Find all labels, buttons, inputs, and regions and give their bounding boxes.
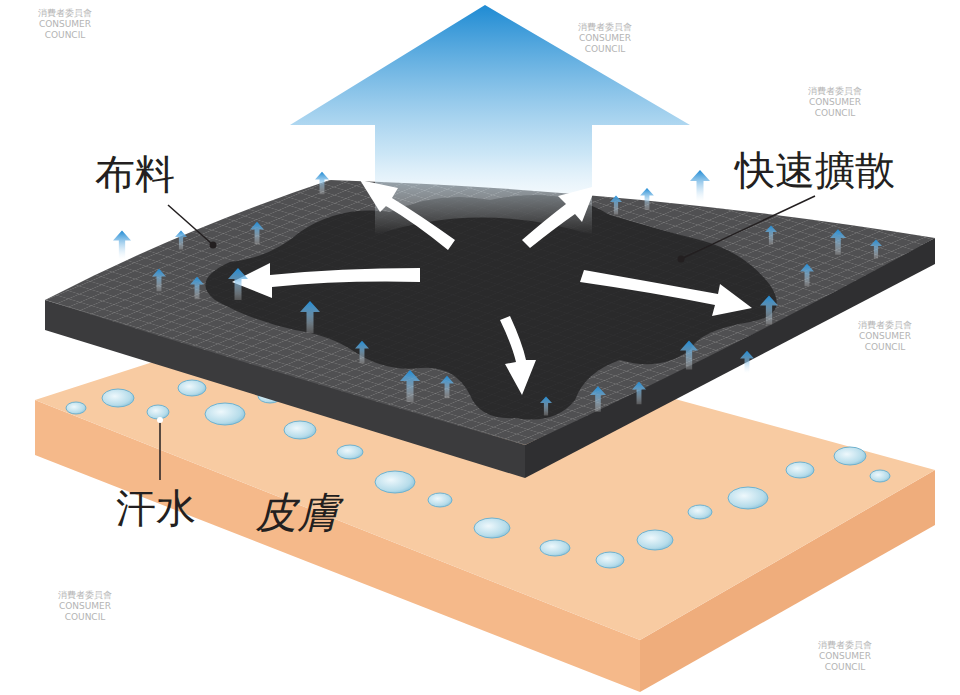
watermark: 消費者委員會 CONSUMER COUNCIL xyxy=(20,8,110,40)
part-label: 皮膚 xyxy=(255,490,339,536)
watermark: 消費者委員會 CONSUMER COUNCIL xyxy=(840,320,930,352)
watermark: 消費者委員會 CONSUMER COUNCIL xyxy=(800,640,890,672)
watermark: 消費者委員會 CONSUMER COUNCIL xyxy=(40,590,130,622)
part-label: 布料 xyxy=(95,152,175,196)
part-label: 汗水 xyxy=(116,486,196,530)
watermark: 消費者委員會 CONSUMER COUNCIL xyxy=(560,22,650,54)
part-label: 快速擴散 xyxy=(735,148,895,192)
watermark: 消費者委員會 CONSUMER COUNCIL xyxy=(790,86,880,118)
